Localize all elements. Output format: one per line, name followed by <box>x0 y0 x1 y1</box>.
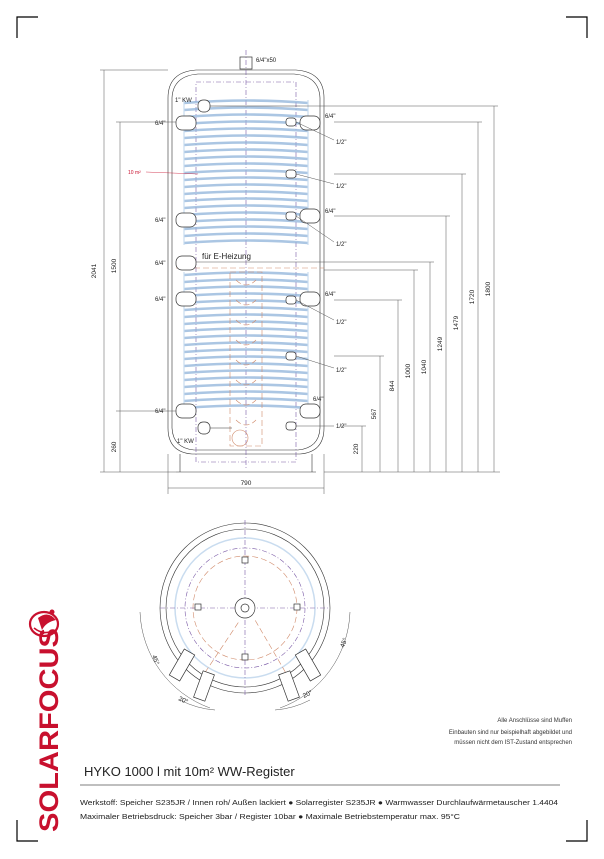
register-area-label: 10 m² <box>128 170 141 176</box>
left-fitting-label: 6/4" <box>155 218 165 224</box>
sensor-label: 1/2" <box>336 368 346 374</box>
dimension-label: 1040 <box>421 359 428 374</box>
plan-angle-label: 45° <box>338 636 349 648</box>
dimension-width: 790 <box>241 480 252 487</box>
note-line: Einbauten sind nur beispielhaft abgebild… <box>449 730 572 736</box>
cold-water-top-label: 1" KW <box>175 98 192 104</box>
dimension-height: 2041 <box>91 263 98 278</box>
heat-exchanger-coil <box>183 99 309 412</box>
solarfocus-logo: SOLARFOCUS <box>28 609 64 832</box>
sensor-label: 1/2" <box>336 242 346 248</box>
right-fitting-label: 6/4" <box>325 292 335 298</box>
plan-angle-label: 20° <box>177 695 190 707</box>
tank-inner-outline <box>171 73 321 451</box>
corner-marks <box>16 16 588 842</box>
sensor-label: 1/2" <box>336 424 346 430</box>
dimension-coil-span: 1500 <box>111 258 118 273</box>
left-connections <box>175 99 300 435</box>
sensor-label: 1/2" <box>336 140 346 146</box>
plan-angle-label: 20° <box>301 688 314 700</box>
dimension-label: 220 <box>353 443 360 454</box>
dimension-label: 1479 <box>453 315 460 330</box>
width-dimension: 790 <box>167 454 325 494</box>
note-line: Alle Anschlüsse sind Muffen <box>497 718 572 724</box>
product-title: HYKO 1000 l mit 10m² WW-Register <box>84 764 295 779</box>
left-fitting-label: 6/4" <box>155 409 165 415</box>
dimension-bottom: 260 <box>111 441 118 452</box>
left-dimensions: 2041 1500 260 <box>91 69 176 473</box>
tank-elevation: 6/4"x50 für E-Heizung 10 m² <box>128 50 346 473</box>
spec-material: Werkstoff: Speicher S235JR / Innen roh/ … <box>80 798 558 807</box>
left-fitting-label: 6/4" <box>155 121 165 127</box>
right-connections <box>285 115 335 431</box>
right-fitting-label: 6/4" <box>313 397 323 403</box>
dimension-label: 1000 <box>405 363 412 378</box>
tank-plan-view <box>139 520 351 711</box>
logo-emblem-icon <box>28 609 60 638</box>
spec-pressure: Maximaler Betriebsdruck: Speicher 3bar /… <box>80 812 461 821</box>
right-fitting-label: 6/4" <box>325 114 335 120</box>
right-fitting-label: 6/4" <box>325 209 335 215</box>
note-line: müssen nicht dem IST-Zustand entsprechen <box>454 740 572 746</box>
e-heating-label: für E-Heizung <box>202 252 251 261</box>
sensor-label: 1/2" <box>336 320 346 326</box>
top-connection-label: 6/4"x50 <box>256 58 277 64</box>
left-fitting-label: 6/4" <box>155 297 165 303</box>
register-outline <box>195 81 297 463</box>
dimension-label: 1800 <box>485 281 492 296</box>
tank-outline <box>167 69 325 455</box>
dimension-label: 844 <box>389 380 396 391</box>
right-dimensions: 220 567 844 1000 1040 1249 1479 1720 180… <box>196 105 500 473</box>
dimension-label: 1720 <box>469 289 476 304</box>
left-fitting-label: 6/4" <box>155 261 165 267</box>
solar-register <box>229 271 263 447</box>
sensor-label: 1/2" <box>336 184 346 190</box>
plan-angle-label: 45° <box>150 654 161 666</box>
dimension-label: 1249 <box>437 336 444 351</box>
brand-wordmark: SOLARFOCUS <box>34 628 64 832</box>
dimension-label: 567 <box>371 408 378 419</box>
cold-water-bottom-label: 1" KW <box>177 439 194 445</box>
